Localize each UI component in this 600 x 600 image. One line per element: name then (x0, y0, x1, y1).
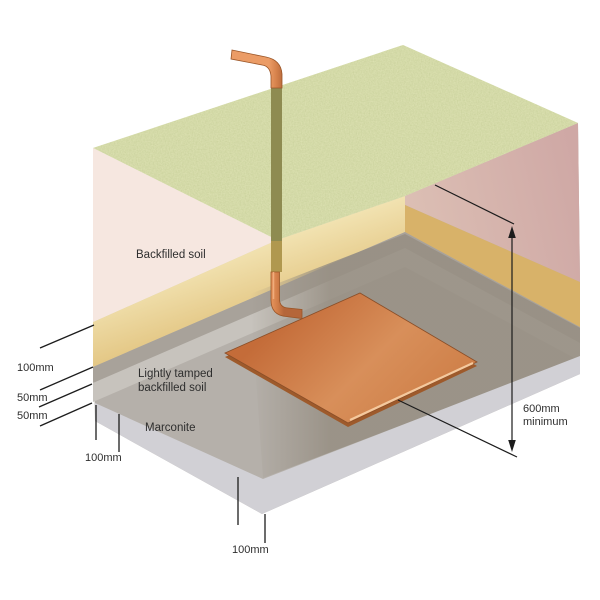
dim-bottom-layer: 100mm (232, 544, 269, 556)
leader-line-surround-upper (38, 383, 93, 408)
right-face-tamped-band (405, 205, 580, 327)
copper-tape-buried-grass (271, 86, 282, 241)
depth-arrowhead-top (508, 226, 516, 238)
annotations (38, 184, 518, 543)
label-backfilled-soil: Backfilled soil (136, 249, 206, 261)
copper-tape (230, 49, 303, 319)
leader-line-surround-lower (39, 402, 93, 427)
label-marconite: Marconite (145, 422, 196, 434)
dim-burial-depth-line1: 600mm (523, 403, 560, 415)
label-lightly-tamped-line1: Lightly tamped (138, 368, 213, 380)
depth-arrowhead-bottom (508, 440, 516, 452)
copper-tape-pit-bend (270, 271, 303, 319)
backfilled-soil-face (93, 148, 277, 322)
depth-extension-top (434, 184, 515, 225)
dim-left-bottom-layer: 100mm (85, 452, 122, 464)
copper-tape-buried-tamped (271, 241, 282, 272)
earth-plate (224, 292, 478, 427)
tamped-soil-band (93, 196, 405, 367)
right-face-mauve (405, 123, 580, 282)
leader-line-surface (39, 324, 95, 349)
label-lightly-tamped-line2: backfilled soil (138, 382, 206, 394)
leader-line-tamped-bottom (39, 366, 94, 391)
dim-lower-surround: 50mm (17, 410, 48, 422)
copper-tape-above-ground (230, 49, 283, 89)
dim-burial-depth-line2: minimum (523, 416, 568, 428)
dim-tamped-layer: 100mm (17, 362, 54, 374)
dim-upper-surround: 50mm (17, 392, 48, 404)
bottom-marconite-step (95, 356, 580, 514)
plate-edge-highlight (349, 362, 474, 421)
depth-extension-bottom (397, 399, 518, 458)
